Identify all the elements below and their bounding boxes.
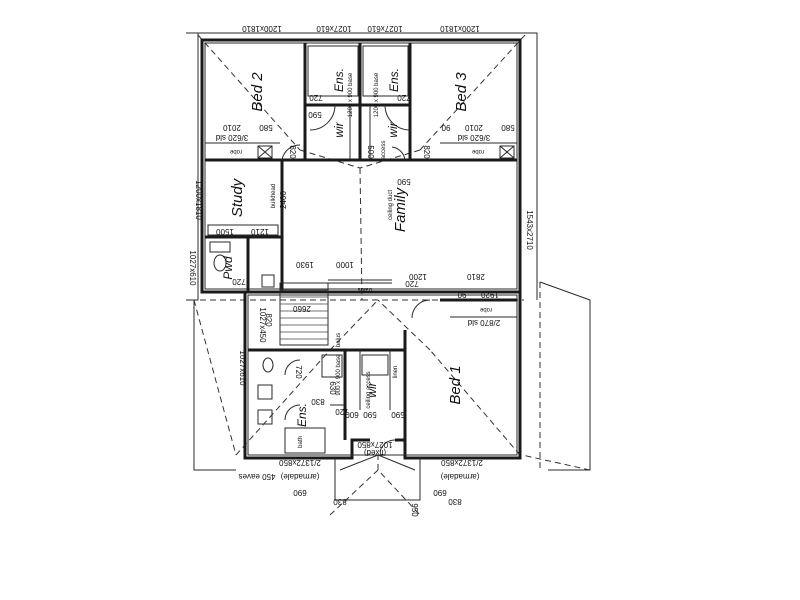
dim-690-a: 690 bbox=[293, 488, 307, 497]
dim-820-right: 820 bbox=[422, 145, 431, 159]
dim-1210: 1210 bbox=[251, 227, 269, 236]
dim-720-b: 720 bbox=[397, 93, 411, 102]
dim-1500: 1500 bbox=[216, 227, 234, 236]
dim-sld-right: 3/620 sld bbox=[458, 133, 490, 142]
dim-win-top-mid-left: 1027x610 bbox=[316, 24, 352, 33]
dim-820-left: 820 bbox=[288, 145, 297, 159]
dim-fixed: (fixed) bbox=[364, 448, 387, 457]
dim-2010-right: 2010 bbox=[465, 123, 483, 132]
dim-720-c: 720 bbox=[232, 277, 246, 286]
fixture-label-ceiling-access: ceiling access bbox=[366, 371, 372, 408]
dim-2810: 2810 bbox=[467, 272, 485, 281]
dim-590-c: 590 bbox=[391, 410, 405, 419]
dim-590-a: 590 bbox=[397, 177, 411, 186]
dim-630: 630 bbox=[328, 381, 337, 395]
dim-90-bed1: 90 bbox=[457, 290, 466, 299]
roof-outline bbox=[186, 32, 591, 516]
fixture-label-shower-left: 1200 x 900 base bbox=[348, 72, 354, 117]
stair-treads bbox=[280, 289, 328, 340]
dim-720-f: 720 bbox=[335, 407, 349, 416]
room-label-wir-lower: wir bbox=[365, 381, 379, 397]
dim-armadale-left: (armadale) bbox=[280, 472, 319, 481]
room-label-study: Study bbox=[229, 177, 246, 217]
dim-win-right-family: 1543x2710 bbox=[525, 210, 534, 250]
room-label-family: Family bbox=[392, 186, 409, 232]
room-label-ens-right: Ens. bbox=[387, 68, 401, 92]
fixture-label-robe-bed1: robe bbox=[479, 306, 492, 312]
dim-1200: 1200 bbox=[409, 272, 427, 281]
dim-win-left-ens: 1027x610 bbox=[238, 350, 247, 386]
dim-90-right: 90 bbox=[441, 123, 450, 132]
dim-win-bottom-left: 2/1372x850 bbox=[279, 458, 321, 467]
dim-830-b: 830 bbox=[448, 497, 462, 506]
dim-820-stair: 820 bbox=[264, 313, 273, 327]
internal-walls bbox=[205, 43, 517, 454]
fixture-label-robe-top-right: robe bbox=[471, 148, 484, 154]
dim-830-a: 830 bbox=[333, 497, 347, 506]
dim-win-left-pwd: 1027x610 bbox=[188, 250, 197, 286]
dim-2660: 2660 bbox=[293, 304, 311, 313]
room-label-ens-left: Ens. bbox=[332, 68, 346, 92]
fixture-label-bulkhead: bulkhead bbox=[271, 184, 277, 208]
dim-830-c: 830 bbox=[311, 397, 325, 406]
dim-eaves: 450 eaves bbox=[239, 472, 276, 481]
fixture-label-robe-top-left: robe bbox=[229, 148, 242, 154]
dim-600: 600 bbox=[345, 410, 359, 419]
dim-2010-left: 2010 bbox=[223, 123, 241, 132]
dim-1930: 1930 bbox=[296, 260, 314, 269]
dim-720-a: 720 bbox=[309, 93, 323, 102]
dim-armadale-right: (armadale) bbox=[440, 472, 479, 481]
dim-sld-bed1: 2/870 sld bbox=[468, 318, 500, 327]
dim-950: 950 bbox=[410, 503, 419, 517]
fixture-label-balus-top: balus bbox=[358, 286, 372, 292]
room-label-pwd: Pwd bbox=[221, 256, 235, 280]
dim-1000: 1000 bbox=[336, 260, 354, 269]
fixture-label-shower-lower: 900 x 900 base bbox=[336, 354, 342, 396]
dim-690-b: 690 bbox=[433, 488, 447, 497]
dim-1920: 1920 bbox=[481, 290, 499, 299]
dim-win-top-mid-right: 1027x610 bbox=[367, 24, 403, 33]
fixture-label-balus-mid: balus bbox=[336, 333, 342, 347]
dim-580-right: 580 bbox=[501, 123, 515, 132]
fixture-label-linen: linen bbox=[393, 366, 399, 379]
dim-win-left-study: 1200x1810 bbox=[194, 180, 203, 220]
dim-580-left: 580 bbox=[259, 123, 273, 132]
room-label-bed1: Bed 1 bbox=[447, 365, 464, 404]
room-label-wir-left: wir bbox=[332, 121, 346, 137]
room-label-wir-right: wir bbox=[386, 121, 400, 137]
dim-win-top-left: 1200x1810 bbox=[242, 24, 282, 33]
dim-sld-left: 3/620 sld bbox=[216, 133, 248, 142]
room-label-bed3: Bed 3 bbox=[453, 72, 470, 112]
fixture-label-shower-right: 1200 x 900 base bbox=[374, 72, 380, 117]
dim-win-top-right: 1200x1810 bbox=[440, 24, 480, 33]
fixture-label-bath: bath bbox=[298, 436, 304, 448]
room-label-bed2: Bed 2 bbox=[249, 72, 266, 112]
dim-win-bottom-mid: 1027x850 bbox=[357, 440, 393, 449]
dim-500: 500 bbox=[366, 145, 375, 159]
fixture-label-ceiling-duct: ceiling duct bbox=[388, 190, 394, 220]
fixture-labels: robe robe robe bath balus balus bulkhead… bbox=[229, 72, 492, 448]
dim-win-left-stair: 1027x450 bbox=[258, 307, 267, 343]
dim-590-b: 590 bbox=[308, 110, 322, 119]
dim-win-bottom-right: 2/1372x850 bbox=[441, 458, 483, 467]
dim-720-d: 720 bbox=[294, 365, 303, 379]
dim-720-e: 720 bbox=[405, 279, 419, 288]
dim-2400: 2400 bbox=[279, 191, 288, 209]
dim-590-d: 590 bbox=[363, 410, 377, 419]
room-label-ens-lower: Ens. bbox=[295, 403, 309, 427]
external-walls bbox=[200, 38, 522, 501]
dimension-labels: 1200x1810 1027x610 1027x610 1200x1810 12… bbox=[188, 24, 534, 517]
room-labels: Bed 2 Bed 3 Bed 1 Study Family Pwd Ens. … bbox=[221, 68, 470, 427]
fixture-label-access-hatch: access bbox=[381, 141, 387, 160]
